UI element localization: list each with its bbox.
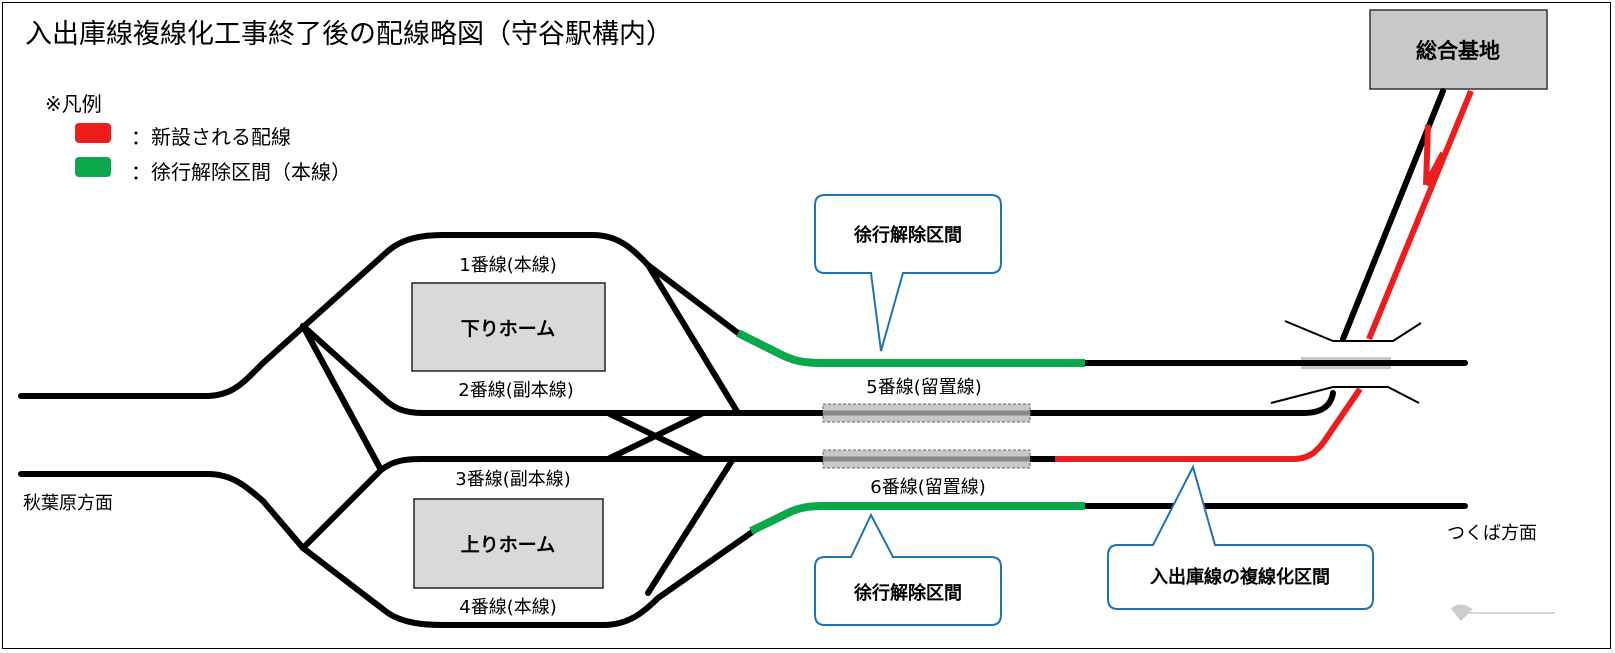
callout-bottom-bubble — [814, 512, 1002, 626]
track-5-label: 5番線(留置線) — [866, 377, 982, 398]
response-watermark — [1451, 604, 1555, 621]
callout-double-bubble — [1107, 464, 1374, 610]
up-platform-label: 上りホーム — [461, 534, 555, 556]
tracks-black — [18, 88, 1468, 628]
crossover-3-4 — [645, 456, 736, 596]
direction-west: 秋葉原方面 — [23, 493, 113, 514]
callout-bottom: 徐行解除区間 — [814, 512, 1002, 626]
track-4-west — [18, 471, 306, 551]
legend-new-text: ：新設される配線 — [131, 125, 291, 149]
track-1-west — [18, 232, 741, 399]
new-wiring — [1055, 89, 1474, 462]
track-3 — [378, 456, 826, 473]
legend-new-swatch — [75, 123, 111, 143]
callout-double-text: 入出庫線の複線化区間 — [1150, 566, 1330, 588]
direction-east: つくば方面 — [1447, 523, 1537, 544]
overpass-top — [1284, 320, 1422, 342]
new-track-lead — [1055, 387, 1363, 462]
slow-release-bottom — [749, 502, 1085, 535]
track-4-label: 4番線(本線) — [459, 597, 557, 618]
overpass-marks — [1270, 320, 1422, 404]
slow-release-sections — [736, 329, 1085, 535]
legend-slow-swatch — [75, 157, 111, 177]
slow-release-top — [736, 329, 1085, 367]
crossover-x-b — [605, 410, 706, 462]
diagram-title: 入出庫線複線化工事終了後の配線略図（守谷駅構内） — [25, 19, 673, 50]
callout-top-text: 徐行解除区間 — [853, 224, 962, 246]
callout-top-bubble — [814, 194, 1002, 352]
track-3-label: 3番線(副本線) — [455, 469, 571, 490]
track-4 — [300, 525, 761, 628]
legend-heading: ※凡例 — [45, 92, 102, 116]
legend-slow-text: ：徐行解除区間（本線） — [131, 160, 351, 184]
new-depot-branch — [1423, 124, 1446, 187]
crossover-1-2 — [645, 262, 741, 416]
down-platform — [411, 282, 606, 372]
track-1-label: 1番線(本線) — [459, 255, 557, 276]
track-2-label: 2番線(副本線) — [458, 380, 574, 401]
new-depot-lead — [1366, 89, 1474, 341]
west-diagonal — [300, 323, 384, 473]
callout-double: 入出庫線の複線化区間 — [1107, 464, 1374, 610]
callout-bottom-text: 徐行解除区間 — [853, 582, 962, 604]
overpass-bottom — [1270, 386, 1420, 404]
track-2 — [300, 323, 826, 416]
down-platform-label: 下りホーム — [461, 318, 555, 340]
track-2-east — [1027, 390, 1336, 416]
callout-top: 徐行解除区間 — [814, 194, 1002, 352]
track-6-label: 6番線(留置線) — [870, 477, 986, 498]
track-diagram: 入出庫線複線化工事終了後の配線略図（守谷駅構内） ※凡例 ：新設される配線 ：徐… — [18, 9, 1555, 628]
depot-label: 総合基地 — [1416, 39, 1500, 63]
up-platform — [413, 498, 604, 589]
depot-box — [1369, 9, 1548, 90]
